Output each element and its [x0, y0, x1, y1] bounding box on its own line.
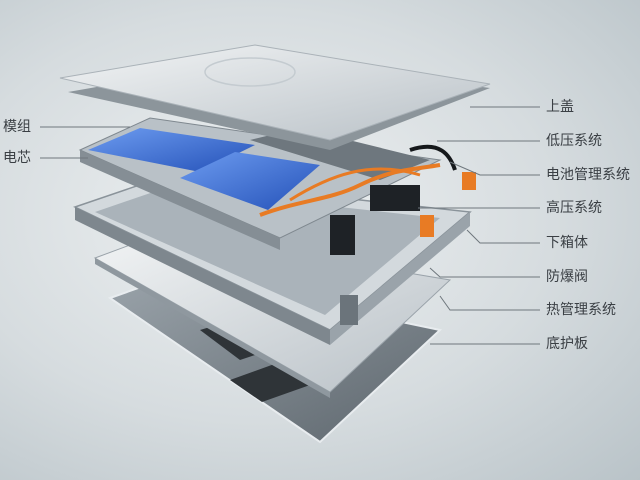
bms-unit — [370, 185, 420, 211]
label-lower-box: 下箱体 — [546, 235, 588, 251]
label-module: 模组 — [3, 119, 31, 135]
label-explosion-proof-valve: 防爆阀 — [546, 269, 588, 285]
leader-lines — [40, 106, 540, 345]
label-cell: 电芯 — [3, 150, 31, 166]
module-layer — [78, 117, 476, 255]
label-low-voltage-system: 低压系统 — [546, 133, 602, 149]
label-bottom-guard-plate: 底护板 — [546, 336, 588, 352]
cell-block-2 — [180, 152, 320, 210]
cell-block-1 — [88, 128, 255, 172]
label-top-cover: 上盖 — [546, 99, 574, 115]
top-cover — [59, 44, 491, 150]
label-high-voltage-system: 高压系统 — [546, 200, 602, 216]
label-thermal-management-system: 热管理系统 — [546, 302, 616, 318]
label-battery-management-system: 电池管理系统 — [546, 167, 630, 183]
